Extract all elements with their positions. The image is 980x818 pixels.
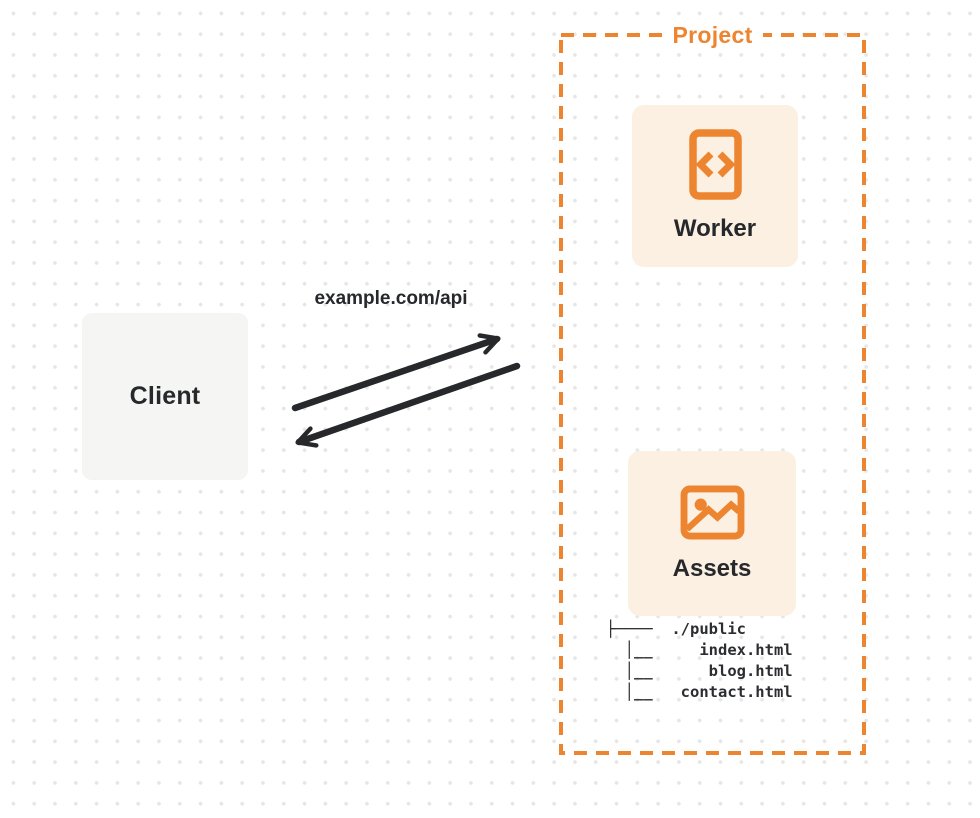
project-boundary [559,33,866,755]
request-arrow [291,333,501,412]
code-document-icon [688,129,742,200]
image-icon [680,484,744,540]
assets-label: Assets [672,554,752,582]
worker-node: Worker [632,105,798,267]
response-arrow [295,362,521,448]
project-title: Project [662,21,763,49]
client-label: Client [129,382,201,410]
assets-node: Assets [628,451,796,616]
project-title-row: Project [559,21,866,49]
file-tree-line: │__ blog.html [606,662,793,680]
client-node: Client [82,313,248,480]
file-tree-line: │__ index.html [606,641,793,659]
file-tree-root-line: ├──── ./public [606,620,746,638]
request-url-label: example.com/api [314,288,468,309]
project-dashed-border [559,33,866,755]
worker-label: Worker [673,215,757,242]
file-tree-line: │__ contact.html [606,683,793,701]
assets-file-tree: ├──── ./public │__ index.html │__ blog.h… [606,619,793,703]
